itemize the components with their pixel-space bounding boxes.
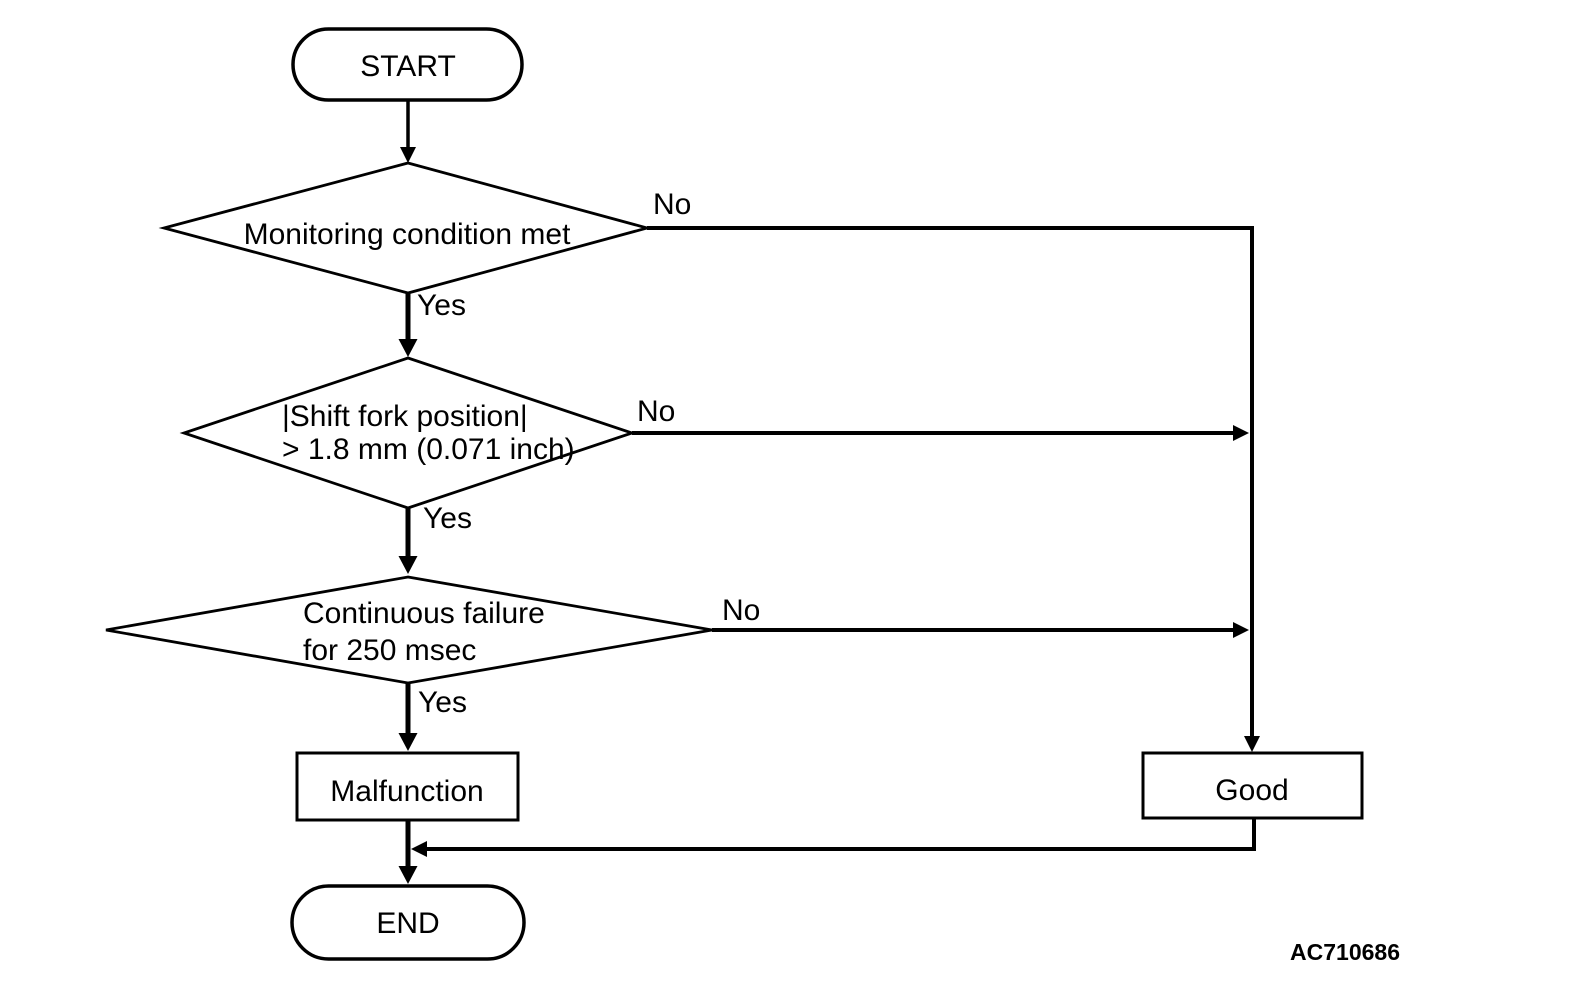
result-malfunction-label: Malfunction [330,775,483,808]
result-good-box [1141,751,1364,820]
decision-shift-fork-position [179,356,637,510]
edge-label-yes-1: Yes [417,289,466,322]
end-node [290,884,526,961]
arrowhead-down-decision2 [398,339,418,357]
result-malfunction-box [295,751,520,822]
edge-label-no-1: No [653,188,691,221]
edge-label-no-2: No [637,395,675,428]
arrowhead-down-good [1244,736,1260,752]
decision-shift-fork-position-label-line2: > 1.8 mm (0.071 inch) [282,433,575,466]
arrowhead-down-malfunction [398,733,418,751]
decision-continuous-failure-label-line2: for 250 msec [303,634,476,667]
decision-monitoring-condition [158,161,653,295]
edge-decision1-no [647,226,1254,737]
arrowhead-right-bus-1 [1233,425,1249,441]
arrowhead-down-decision3 [398,556,418,574]
result-good-label: Good [1215,774,1288,807]
decision-monitoring-condition-label: Monitoring condition met [244,218,572,251]
arrowhead-left-merge [411,841,427,857]
start-node-label: START [360,50,456,83]
edge-good-return [427,818,1256,851]
figure-code: AC710686 [1290,939,1400,965]
decision-continuous-failure [105,575,713,685]
arrowhead-right-bus-2 [1233,622,1249,638]
edge-label-no-3: No [722,594,760,627]
edge-label-yes-2: Yes [423,502,472,535]
edge-label-yes-3: Yes [418,686,467,719]
decision-continuous-failure-label-line1: Continuous failure [303,597,545,630]
decision-shift-fork-position-label-line1: |Shift fork position| [282,400,528,433]
start-node [291,27,524,102]
end-node-label: END [376,907,439,940]
arrowhead-down-end [398,866,418,884]
arrowhead-down-decision1 [400,147,416,163]
